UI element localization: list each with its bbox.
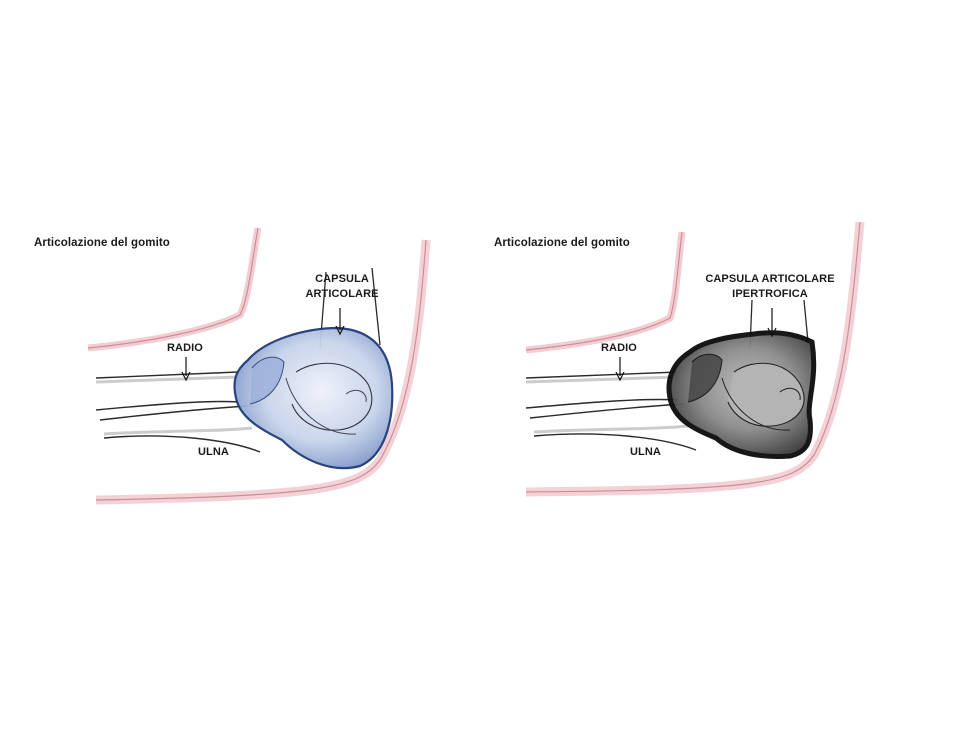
radius-arrow (615, 357, 625, 382)
ulna-bone (99, 405, 261, 453)
ulna-label: ULNA (198, 446, 229, 458)
radius-bone (95, 371, 239, 411)
capsule-arrow (767, 308, 777, 338)
ulna-label: ULNA (630, 446, 661, 458)
panel-title: Articolazione del gomito (494, 237, 630, 249)
joint-capsule (233, 326, 394, 470)
arm-skin-outline (525, 221, 865, 497)
elbow-illustration-hypertrophic (525, 221, 865, 497)
radius-arrow (181, 357, 191, 382)
joint-capsule (666, 330, 817, 459)
panel-hypertrophic-capsule: Articolazione del gomito RADIO ULNA CAPS… (434, 0, 914, 750)
capsule-arrow (335, 308, 345, 336)
ulna-bone (529, 403, 697, 451)
panel-title: Articolazione del gomito (34, 237, 170, 249)
capsule-label-line2: ARTICOLARE (305, 288, 379, 300)
panel-normal-capsule: Articolazione del gomito RADIO ULNA CAPS… (34, 227, 431, 505)
capsule-label-line2: IPERTROFICA (732, 288, 808, 300)
radius-bone (525, 371, 679, 409)
arm-skin-outline (87, 227, 431, 505)
radius-label: RADIO (601, 342, 637, 354)
capsule-label-line1: CAPSULA ARTICOLARE (705, 273, 835, 285)
capsule-label-line1: CAPSULA (315, 273, 369, 285)
elbow-illustration-normal (87, 227, 431, 505)
radius-label: RADIO (167, 342, 203, 354)
